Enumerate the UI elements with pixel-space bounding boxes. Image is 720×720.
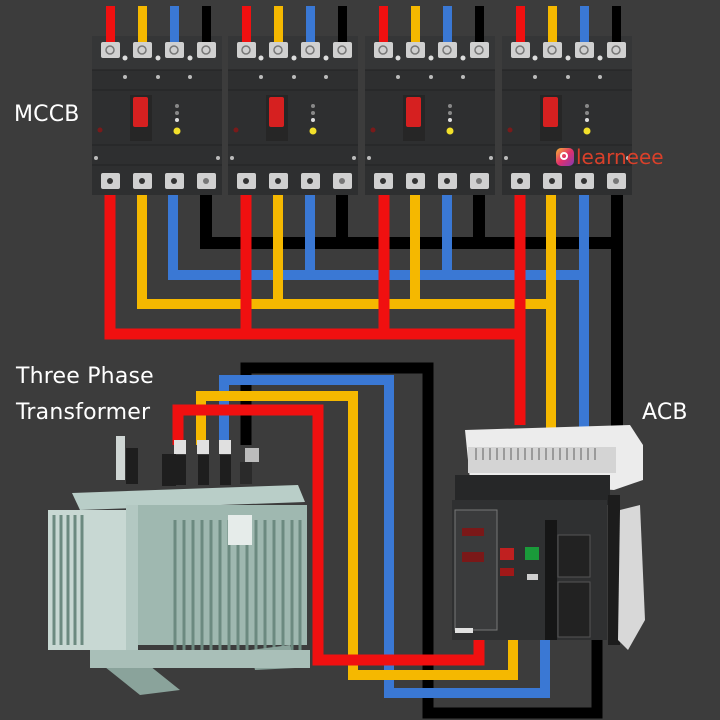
red-wire-transformer xyxy=(172,404,485,666)
mccb-breaker-1 xyxy=(91,5,223,196)
blue-wire-transformer xyxy=(219,375,550,698)
acb-label: ACB xyxy=(642,400,688,425)
mccb-row-overlay xyxy=(91,5,633,196)
mccb-breaker-3 xyxy=(364,5,496,196)
air-circuit-breaker xyxy=(452,425,645,650)
instagram-icon xyxy=(556,148,574,166)
three-phase-transformer xyxy=(48,436,310,695)
transformer-to-acb-wiring xyxy=(172,362,603,719)
mccb-label: MCCB xyxy=(14,102,80,127)
transformer-label-line1: Three Phase xyxy=(16,364,154,389)
mccb-breaker-2 xyxy=(227,5,359,196)
yellow-wire-transformer xyxy=(196,391,518,680)
transformer-label-line2: Transformer xyxy=(16,400,151,425)
watermark: learneee xyxy=(556,145,664,169)
mccb-to-acb-wiring xyxy=(104,190,623,430)
red-wire-bus xyxy=(104,190,526,425)
yellow-wire-bus xyxy=(137,190,556,430)
watermark-text: learneee xyxy=(576,145,664,169)
